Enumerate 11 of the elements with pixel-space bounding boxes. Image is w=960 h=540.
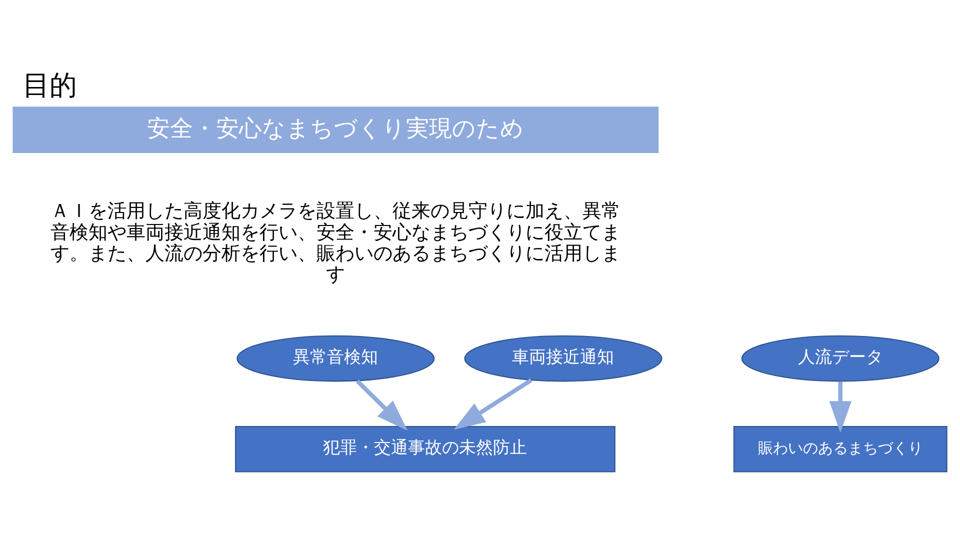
arrow: [454, 378, 532, 430]
label: ＡＩを活用した高度化カメラを設置し、従来の見守りに加え、異常音検知や車両接近通知を行い、安全・安心なまちづくりに役立てます。また、人流の分析を行い、賑わいのあるまちづくりに活用します: [50, 200, 621, 286]
node-ellipse: 人流データ: [741, 335, 940, 382]
node-box: 賑わいのあるまちづくり: [733, 426, 948, 472]
node-ellipse: 異常音検知: [236, 335, 435, 382]
arrow: [356, 379, 408, 431]
node-box: 安全・安心なまちづくり実現のため: [12, 106, 659, 154]
arrow: [829, 381, 852, 433]
diagram-title: 目的: [22, 70, 77, 102]
node-ellipse: 車両接近通知: [464, 335, 662, 382]
node-box: 犯罪・交通事故の未然防止: [235, 426, 616, 472]
